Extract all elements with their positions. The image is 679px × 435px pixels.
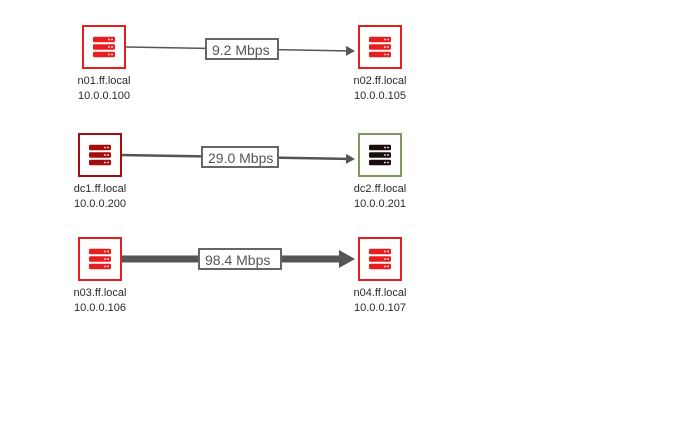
node-label-n01: n01.ff.local 10.0.0.100 xyxy=(44,74,164,104)
link-rate-label[interactable]: 98.4 Mbps xyxy=(198,248,282,270)
nodes-layer xyxy=(78,25,402,281)
node-hostname: n01.ff.local xyxy=(77,75,131,87)
server-rack-icon xyxy=(369,36,391,58)
node-label-dc1: dc1.ff.local 10.0.0.200 xyxy=(40,182,160,212)
arrowhead-icon xyxy=(345,45,355,56)
node-ip: 10.0.0.201 xyxy=(354,198,406,210)
node-ip: 10.0.0.200 xyxy=(74,198,126,210)
server-rack-icon xyxy=(369,144,391,166)
node-dc2[interactable] xyxy=(358,133,402,177)
node-label-n02: n02.ff.local 10.0.0.105 xyxy=(320,74,440,104)
node-hostname: n02.ff.local xyxy=(353,75,407,87)
node-frame xyxy=(82,25,126,69)
node-ip: 10.0.0.107 xyxy=(354,302,406,314)
node-n01[interactable] xyxy=(82,25,126,69)
arrowhead-icon xyxy=(345,153,355,164)
node-label-n04: n04.ff.local 10.0.0.107 xyxy=(320,286,440,316)
server-rack-icon xyxy=(89,248,111,270)
node-hostname: n04.ff.local xyxy=(353,287,407,299)
node-ip: 10.0.0.100 xyxy=(78,90,130,102)
node-label-dc2: dc2.ff.local 10.0.0.201 xyxy=(320,182,440,212)
link-rate-label[interactable]: 9.2 Mbps xyxy=(205,38,279,60)
node-ip: 10.0.0.106 xyxy=(74,302,126,314)
node-hostname: dc1.ff.local xyxy=(73,183,127,195)
node-dc1[interactable] xyxy=(78,133,122,177)
node-hostname: n03.ff.local xyxy=(73,287,127,299)
node-n02[interactable] xyxy=(358,25,402,69)
node-ip: 10.0.0.105 xyxy=(354,90,406,102)
server-rack-icon xyxy=(369,248,391,270)
server-rack-icon xyxy=(89,144,111,166)
node-n04[interactable] xyxy=(358,237,402,281)
node-label-n03: n03.ff.local 10.0.0.106 xyxy=(40,286,160,316)
server-rack-icon xyxy=(93,36,115,58)
arrowhead-icon xyxy=(339,250,355,268)
node-hostname: dc2.ff.local xyxy=(353,183,407,195)
node-n03[interactable] xyxy=(78,237,122,281)
link-rate-label[interactable]: 29.0 Mbps xyxy=(201,146,279,168)
